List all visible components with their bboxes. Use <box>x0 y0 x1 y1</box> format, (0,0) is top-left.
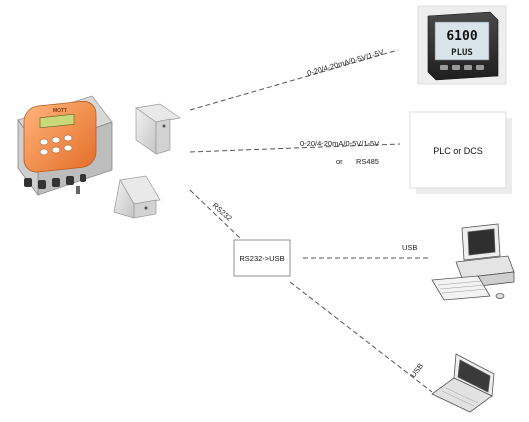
label-analog-plc: 0-20/4-20mA/0-5V/1-5V <box>300 139 379 148</box>
transmitter-keypad <box>39 134 73 156</box>
label-or: or <box>336 157 343 166</box>
label-usb-desktop: USB <box>402 243 417 252</box>
transmitter-unit: MOTT <box>17 95 113 197</box>
rs232-usb-converter: RS232->USB <box>233 239 291 277</box>
line-usb-laptop <box>289 281 433 393</box>
line-analog-plc <box>189 143 401 153</box>
plc-dcs-box: PLC or DCS <box>409 111 512 194</box>
transmitter-brand: MOTT <box>53 108 67 114</box>
line-analog-controller <box>189 49 399 111</box>
plc-dcs-label: PLC or DCS <box>433 146 483 156</box>
controller-display-sub: PLUS <box>451 48 473 58</box>
converter-label: RS232->USB <box>239 254 284 263</box>
cable-glands <box>24 174 86 189</box>
panel-controller: 6100 PLUS <box>417 5 507 85</box>
label-rs232: RS232 <box>211 201 234 223</box>
label-rs485: RS485 <box>356 157 379 166</box>
label-usb-laptop: USB <box>408 362 425 380</box>
laptop-computer <box>431 353 495 413</box>
mounting-bracket-bottom <box>113 175 161 219</box>
desktop-computer <box>431 223 515 301</box>
mounting-bracket-top <box>135 103 181 155</box>
controller-buttons <box>440 65 484 70</box>
label-analog-controller: 0-20/4-20mA/0-5V/1-5V <box>306 47 385 77</box>
controller-display-value: 6100 <box>446 29 477 44</box>
transmitter-lcd <box>39 113 75 129</box>
controller-display <box>434 21 490 61</box>
line-rs232 <box>189 189 243 241</box>
